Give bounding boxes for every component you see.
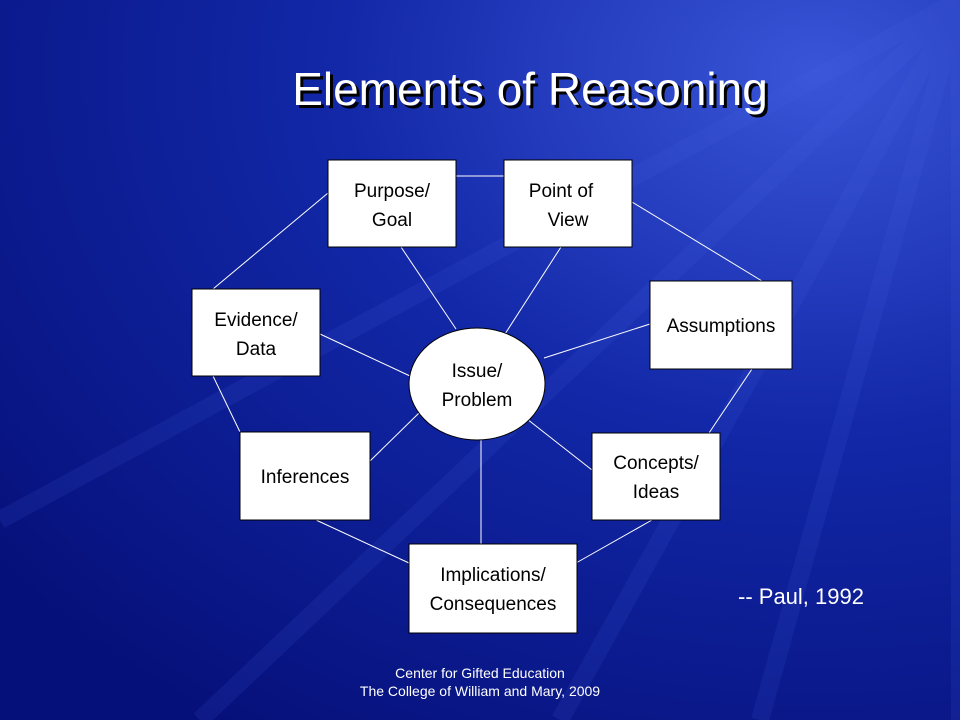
center-line2: Problem	[442, 390, 513, 411]
connector-center-concepts	[526, 418, 593, 471]
connector-inferences-implications	[315, 519, 410, 564]
node-evidence-data: Evidence/ Data	[191, 288, 321, 377]
slide-title: Elements of Reasoning	[292, 63, 768, 115]
connector-purpose-evidence	[212, 192, 329, 290]
connector-center-assumptions	[543, 323, 651, 359]
node-inferences-line1: Inferences	[261, 467, 350, 488]
connector-lines	[212, 175, 763, 564]
node-implications-line1: Implications/	[440, 565, 546, 586]
citation: -- Paul, 1992	[738, 584, 864, 609]
node-purpose-goal-line2: Goal	[372, 210, 412, 231]
node-point-of-view-line1: Point of	[529, 181, 594, 202]
center-line1: Issue/	[452, 361, 503, 382]
footer-line2: The College of William and Mary, 2009	[359, 683, 601, 699]
connector-center-pov	[504, 246, 562, 335]
connector-center-inferences	[369, 412, 420, 462]
node-issue-problem: Issue/ Problem	[408, 327, 546, 441]
node-purpose-goal: Purpose/ Goal	[327, 159, 457, 248]
connector-concepts-implications	[575, 519, 653, 564]
node-evidence-data-line1: Evidence/	[214, 310, 298, 331]
node-concepts-ideas-line2: Ideas	[633, 482, 679, 503]
node-implications-consequences: Implications/ Consequences	[408, 543, 578, 634]
node-assumptions: Assumptions	[649, 280, 793, 370]
footer-line1: Center for Gifted Education	[395, 665, 565, 681]
connector-pov-assumptions	[631, 201, 763, 282]
node-assumptions-line1: Assumptions	[667, 316, 776, 337]
connector-assumptions-concepts	[708, 368, 753, 434]
connector-center-evidence	[319, 333, 411, 377]
node-inferences: Inferences	[239, 431, 371, 521]
node-evidence-data-line2: Data	[236, 339, 277, 360]
footer: Center for Gifted Education The College …	[0, 664, 960, 700]
connector-center-purpose	[400, 246, 457, 330]
node-point-of-view-line2: View	[548, 210, 589, 231]
node-implications-line2: Consequences	[430, 594, 557, 615]
connector-evidence-inferences	[212, 375, 241, 433]
node-purpose-goal-line1: Purpose/	[354, 181, 431, 202]
node-concepts-ideas: Concepts/ Ideas	[591, 432, 721, 521]
node-concepts-ideas-line1: Concepts/	[613, 453, 699, 474]
node-point-of-view: Point of View	[503, 159, 633, 248]
